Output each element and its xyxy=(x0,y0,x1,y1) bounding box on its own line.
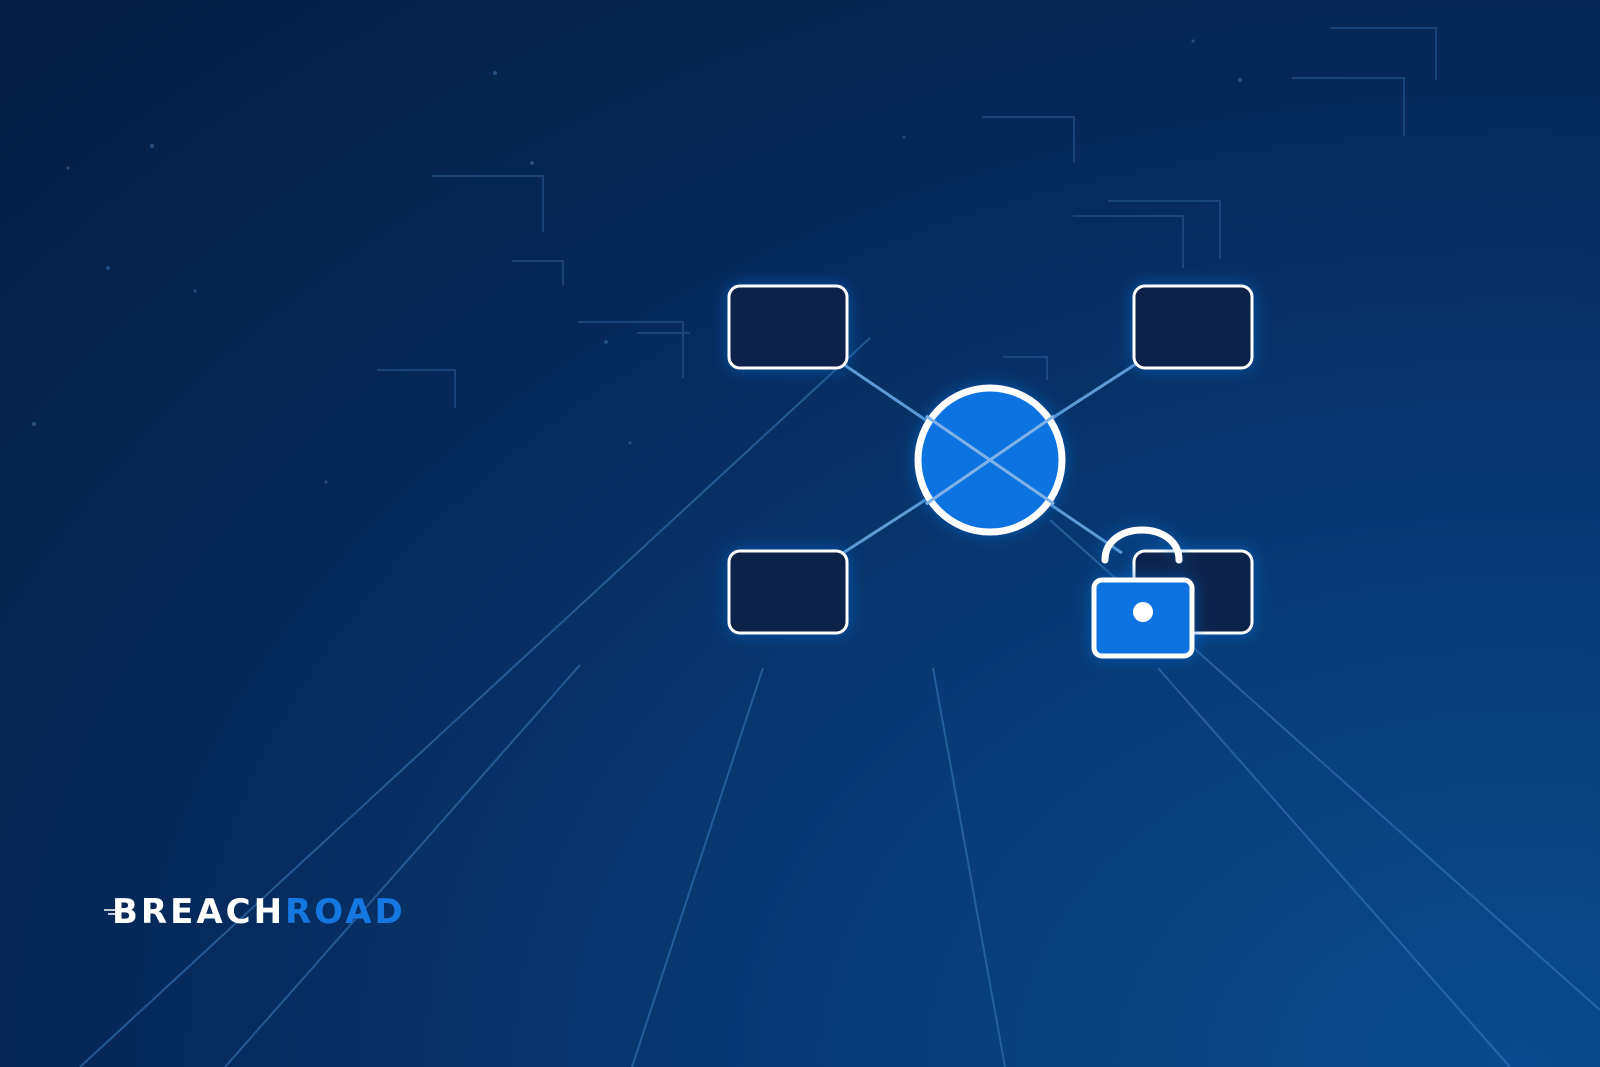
logo-text-road: ROAD xyxy=(285,892,406,932)
node-box-top-left xyxy=(727,284,849,370)
node-boxes xyxy=(727,284,1254,635)
node-box-bottom-left xyxy=(727,549,849,635)
speed-lines-icon xyxy=(104,909,116,915)
circuit-traces xyxy=(377,27,1437,408)
logo-text-breach: BREACH xyxy=(112,892,286,932)
star-dots xyxy=(32,39,1242,484)
unlocked-padlock-icon xyxy=(1091,526,1195,659)
node-box-top-right xyxy=(1132,284,1254,370)
network-hub-icon xyxy=(914,384,1066,536)
perspective-lines xyxy=(79,337,1600,1067)
